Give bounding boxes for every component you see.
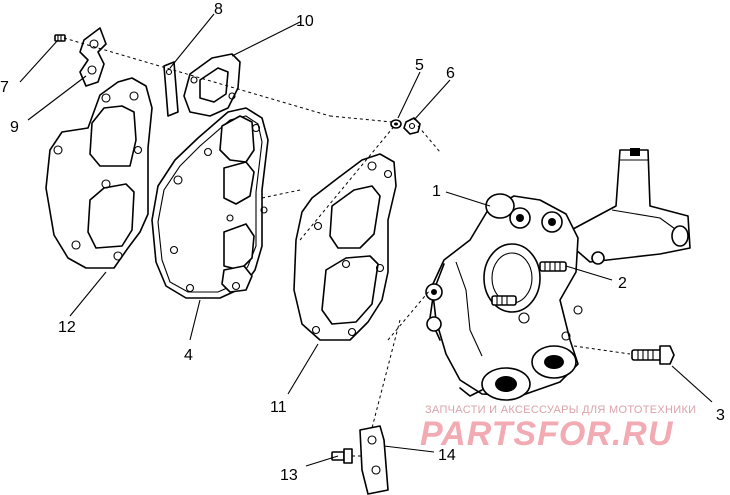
part-1-housing — [425, 148, 691, 401]
callout-11: 11 — [270, 399, 287, 416]
part-7-screw — [54, 34, 66, 42]
callout-4: 4 — [184, 347, 193, 364]
callout-6: 6 — [446, 65, 455, 82]
part-6-nut — [403, 117, 421, 135]
callout-7: 7 — [0, 79, 9, 96]
callout-10: 10 — [296, 13, 314, 30]
callout-13: 13 — [280, 467, 298, 484]
part-9-clip — [79, 27, 107, 87]
callout-5: 5 — [415, 57, 424, 74]
part-10-cover — [183, 53, 241, 117]
callout-1: 1 — [432, 183, 441, 200]
part-13-screw — [331, 448, 353, 464]
leader-lines — [19, 13, 713, 467]
callout-labels: 7 9 8 10 5 6 1 2 3 4 12 11 13 14 — [0, 1, 725, 484]
callout-2: 2 — [618, 275, 627, 292]
part-4-plate — [151, 107, 269, 299]
part-14-bracket — [359, 425, 389, 495]
callout-14: 14 — [438, 447, 456, 464]
callout-3: 3 — [716, 407, 725, 424]
watermark-tagline: ЗАПЧАСТИ И АКСЕССУАРЫ ДЛЯ МОТОТЕХНИКИ — [425, 404, 696, 416]
part-8-spacer — [163, 61, 179, 117]
part-12-gasket — [45, 77, 153, 269]
assembly-lines — [63, 37, 631, 457]
callout-9: 9 — [10, 119, 19, 136]
watermark-brand: PARTSFOR.RU — [420, 415, 674, 453]
watermark: ЗАПЧАСТИ И АКСЕССУАРЫ ДЛЯ МОТОТЕХНИКИ PA… — [420, 404, 696, 453]
part-3-bolt — [631, 345, 675, 365]
callout-8: 8 — [214, 1, 223, 18]
part-11-gasket — [293, 153, 397, 341]
callout-12: 12 — [58, 319, 76, 336]
